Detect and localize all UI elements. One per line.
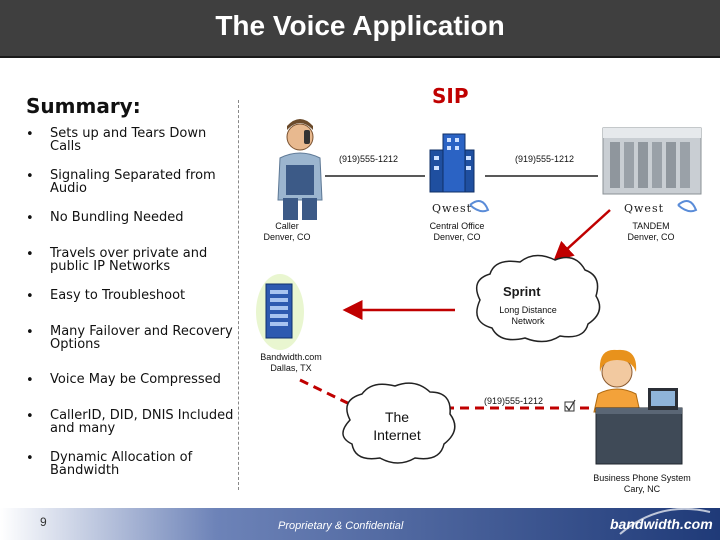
bandwidth-site-label: Bandwidth.com Dallas, TX: [250, 352, 332, 374]
phone-number: (919)555-1212: [339, 154, 399, 164]
sip-label: SIP: [432, 84, 469, 108]
column-divider: [238, 100, 239, 490]
bullet-text: Voice May be Compressed: [50, 372, 221, 387]
qwest-logo: Qwest: [624, 202, 665, 215]
bandwidth-site-name: Bandwidth.com: [260, 352, 322, 362]
bullet-text: Dynamic Allocation of Bandwidth: [50, 450, 193, 478]
tandem-label: TANDEM Denver, CO: [616, 221, 686, 243]
bullet-text: Travels over private and public IP Netwo…: [50, 246, 208, 274]
bandwidth-logo: bandwidth.com: [610, 516, 713, 532]
long-distance-label: Long Distance Network: [490, 305, 566, 327]
bullet-dot: •: [26, 247, 34, 262]
business-label: Business Phone System Cary, NC: [578, 473, 706, 495]
caller-label: Caller Denver, CO: [252, 221, 322, 243]
tandem-location: Denver, CO: [627, 232, 675, 242]
bullet-dot: •: [26, 451, 34, 466]
bullet-text: CallerID, DID, DNIS Included and many: [50, 408, 234, 436]
central-office-label: Central Office Denver, CO: [418, 221, 496, 243]
bullet-text: Signaling Separated from Audio: [50, 168, 216, 196]
bullet-dot: •: [26, 289, 34, 304]
long-distance-cloud: [475, 254, 601, 343]
bullet-dot: •: [26, 211, 34, 226]
internet-cloud: [342, 382, 456, 464]
bandwidth-site-location: Dallas, TX: [270, 363, 312, 373]
bullet-text: Sets up and Tears Down Calls: [50, 126, 207, 154]
footer-swoosh-icon: [619, 507, 711, 535]
caller-name: Caller: [275, 221, 299, 231]
central-office-name: Central Office: [429, 221, 485, 231]
summary-heading: Summary:: [26, 94, 141, 118]
bandwidth-server-icon: [256, 274, 304, 350]
confidential-notice: Proprietary & Confidential: [278, 520, 404, 532]
internet-line1: The: [384, 409, 410, 425]
phone-number: (919)555-1212: [515, 154, 575, 164]
tandem-switch-room-icon: [602, 127, 702, 213]
receptionist-icon: [593, 349, 683, 465]
tandem-name: TANDEM: [632, 221, 670, 231]
bullet-text: Many Failover and Recovery Options: [50, 324, 233, 352]
long-distance-name: Long Distance: [499, 305, 557, 315]
bandwidth-to-internet-link: [299, 378, 363, 412]
business-name: Business Phone System: [593, 473, 691, 483]
business-location: Cary, NC: [623, 484, 661, 494]
checkbox-icon: [564, 399, 576, 412]
bullet-dot: •: [26, 127, 34, 142]
central-office-building-icon: [429, 133, 490, 213]
internet-label: The Internet: [355, 408, 439, 444]
sprint-logo: Sprint: [503, 284, 541, 299]
bullet-dot: •: [26, 409, 34, 424]
qwest-logo: Qwest: [432, 202, 473, 215]
caller-location: Denver, CO: [263, 232, 311, 242]
bullet-text: Easy to Troubleshoot: [50, 288, 186, 303]
page-number: 9: [40, 515, 47, 529]
tandem-to-ld-arrow: [553, 209, 611, 262]
caller-person-icon: [277, 119, 323, 220]
title-bar: The Voice Application: [0, 0, 720, 58]
long-distance-name2: Network: [511, 316, 545, 326]
internet-line2: Internet: [373, 427, 421, 443]
phone-number: (919)555-1212: [484, 396, 544, 406]
slide-title: The Voice Application: [215, 10, 505, 41]
central-office-location: Denver, CO: [433, 232, 481, 242]
bullet-dot: •: [26, 373, 34, 388]
bullet-dot: •: [26, 169, 34, 184]
footer-band: [0, 508, 720, 540]
bullet-dot: •: [26, 325, 34, 340]
bullet-text: No Bundling Needed: [50, 210, 184, 225]
